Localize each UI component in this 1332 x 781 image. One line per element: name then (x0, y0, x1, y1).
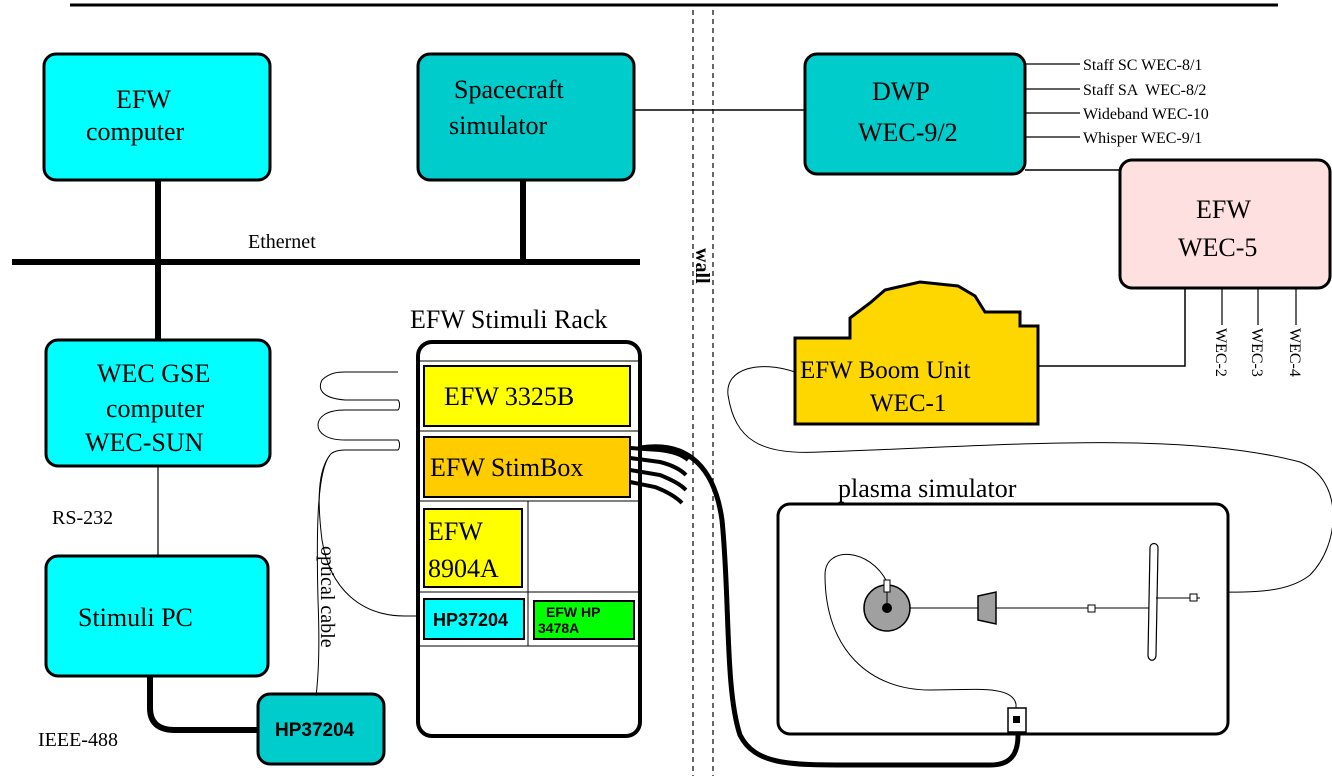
probe-sphere-center (882, 603, 892, 613)
dwp-line1: DWP (872, 77, 930, 106)
stimbox-cable-3 (629, 468, 688, 492)
dwp-line2: WEC-9/2 (858, 118, 958, 147)
wec-gse-line3: WEC-SUN (85, 428, 204, 457)
dwp-output-1: Staff SC WEC-8/1 (1083, 57, 1202, 74)
wec5-output-1: WEC-2 (1212, 328, 1229, 377)
rack-title: EFW Stimuli Rack (410, 305, 607, 334)
stimbox-cable-4 (629, 480, 684, 505)
stimbox-cable-2 (629, 456, 688, 477)
ethernet-label: Ethernet (248, 231, 316, 253)
efw-8904a-line2: 8904A (428, 554, 499, 583)
efw-wec5-line2: WEC-5 (1178, 233, 1257, 262)
efw-wec5-line1: EFW (1196, 195, 1251, 224)
efw-3325b-label: EFW 3325B (444, 382, 574, 411)
hp37204-bottom-label: HP37204 (275, 720, 355, 741)
ieee488-label: IEEE-488 (38, 729, 118, 751)
efw-stimbox-label: EFW StimBox (430, 453, 583, 482)
dwp-output-3: Wideband WEC-10 (1083, 106, 1209, 123)
spacecraft-simulator-line2: simulator (449, 111, 548, 140)
probe-wire (824, 553, 1017, 712)
probe-stem-cap (883, 579, 891, 593)
t-bar (1147, 542, 1159, 661)
stimbox-cable-1 (629, 446, 690, 462)
hp37204-rack-label: HP37204 (433, 610, 508, 630)
optical-cable-label: optical cable (316, 546, 338, 648)
rs232-label: RS-232 (52, 507, 113, 529)
optical-cable-down (315, 454, 331, 697)
stimuli-pc-label: Stimuli PC (78, 603, 193, 632)
efw-wec5-box[interactable] (1118, 158, 1332, 290)
spacecraft-simulator-box[interactable] (416, 52, 636, 182)
dwp-output-4: Whisper WEC-9/1 (1083, 130, 1202, 147)
boom-unit-shape[interactable] (793, 280, 1040, 426)
wec5-boom-link (1038, 288, 1186, 367)
spacecraft-simulator-line1: Spacecraft (454, 75, 564, 104)
t-bar-joint (1189, 593, 1198, 602)
efw-computer-line1: EFW (116, 85, 171, 114)
boom-unit-line1: EFW Boom Unit (800, 357, 970, 384)
plasma-simulator-label: plasma simulator (838, 474, 1017, 503)
wall-label: wall (691, 248, 713, 284)
probe-preamp (977, 591, 997, 625)
efw-stimbox-box[interactable] (423, 436, 631, 498)
hp37204-bottom-box[interactable] (256, 692, 386, 766)
efw-hp3478a-line2: 3478A (538, 620, 579, 636)
wec-gse-line1: WEC GSE (97, 359, 210, 388)
wec5-output-3: WEC-4 (1286, 328, 1303, 377)
efw-3325b-box[interactable] (423, 365, 631, 427)
efw-computer-box[interactable] (42, 52, 272, 182)
wec5-output-2: WEC-3 (1248, 328, 1265, 377)
efw-8904a-line1: EFW (428, 517, 483, 546)
dwp-box[interactable] (803, 52, 1027, 176)
dwp-output-2: Staff SA WEC-8/2 (1083, 82, 1206, 99)
efw-hp3478a-box[interactable] (533, 600, 635, 640)
hp37204-rack-box[interactable] (423, 598, 525, 640)
boom-unit-line2: WEC-1 (870, 390, 946, 417)
wec-gse-line2: computer (106, 394, 205, 423)
stimuli-pc-box[interactable] (44, 554, 270, 678)
boom-joint (1087, 604, 1096, 613)
boom-cable (727, 366, 1332, 593)
optical-cable (317, 371, 422, 617)
chamber-connector-pin (1013, 716, 1020, 723)
ieee488-cable (147, 676, 258, 733)
plasma-chamber (776, 502, 1230, 736)
efw-8904a-box[interactable] (423, 508, 523, 588)
stimbox-main-cable (639, 444, 1021, 768)
efw-hp3478a-line1: EFW HP (546, 604, 600, 620)
efw-computer-line2: computer (86, 117, 185, 146)
